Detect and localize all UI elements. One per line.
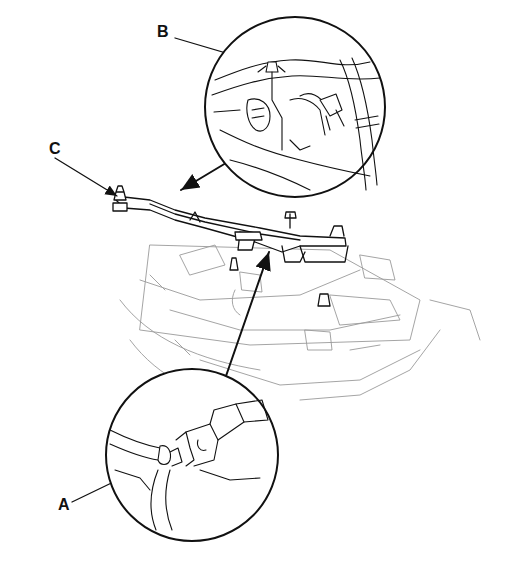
callout-letter: C (49, 141, 61, 157)
callout-letter: B (157, 24, 169, 40)
callout-letter: A (58, 497, 70, 513)
